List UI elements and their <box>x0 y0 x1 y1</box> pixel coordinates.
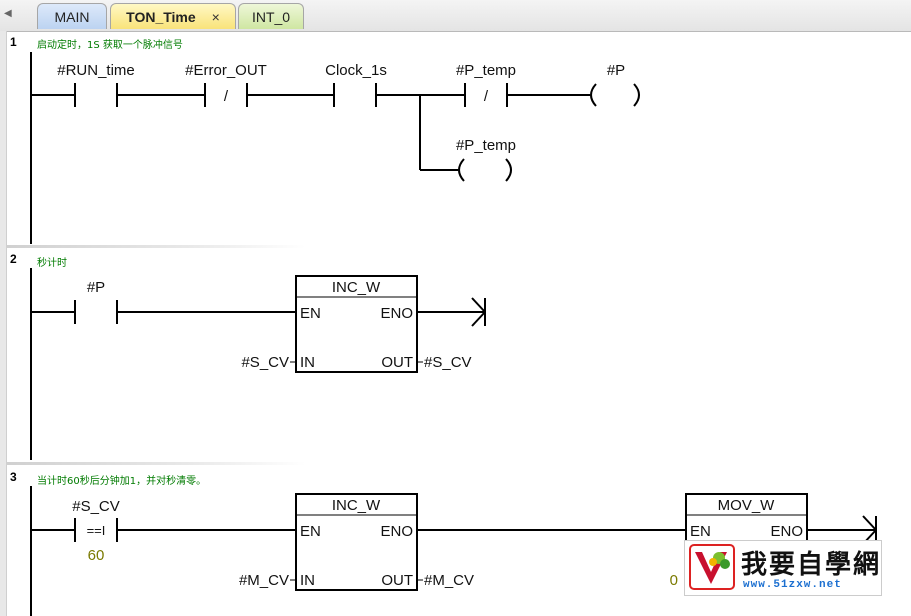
out-operand[interactable]: #S_CV <box>424 354 472 371</box>
compare-operator: ==I <box>87 523 106 538</box>
negation-slash: / <box>484 88 489 105</box>
block-en-pin: EN <box>690 523 711 540</box>
block-title: MOV_W <box>718 497 776 514</box>
network-1-rung <box>31 94 590 171</box>
watermark: 我要自學網 www.51zxw.net <box>684 540 882 596</box>
close-icon[interactable]: × <box>211 8 220 25</box>
coil-p[interactable]: #P <box>590 62 640 107</box>
network-2-number: 2 <box>10 252 17 266</box>
compare-operand-label: #S_CV <box>72 498 120 515</box>
block-en-pin: EN <box>300 305 321 322</box>
tab-scroll-left-icon[interactable]: ◀ <box>4 8 12 19</box>
inc-w-block-minutes[interactable]: INC_W EN ENO IN OUT <box>295 493 418 591</box>
network-3-number: 3 <box>10 470 17 484</box>
network-3-rung <box>31 515 877 545</box>
network-3-comment[interactable]: 当计时60秒后分钟加1，并对秒清零。 <box>37 476 207 487</box>
tab-main-label: MAIN <box>54 8 90 25</box>
tab-ton-time[interactable]: TON_Time × <box>110 3 236 29</box>
network-1-comment[interactable]: 启动定时，1S 获取一个脉冲信号 <box>37 40 183 51</box>
block-en-pin: EN <box>300 523 321 540</box>
coil-p-temp-label: #P_temp <box>456 137 516 154</box>
contact-run-time[interactable]: #RUN_time <box>57 62 135 107</box>
block-title: INC_W <box>332 497 381 514</box>
watermark-logo-icon <box>689 544 735 590</box>
contact-run-time-label: #RUN_time <box>57 62 135 79</box>
contact-clock-1s-label: Clock_1s <box>325 62 387 79</box>
compare-contact[interactable]: #S_CV ==I 60 <box>72 498 120 564</box>
contact-p-label: #P <box>87 279 105 296</box>
network-2-comment[interactable]: 秒计时 <box>37 258 67 269</box>
contact-error-out-label: #Error_OUT <box>185 62 267 79</box>
network-1-number: 1 <box>10 35 17 49</box>
network-separator <box>6 462 306 465</box>
block-in-pin: IN <box>300 354 315 371</box>
inc-w-block-seconds[interactable]: INC_W EN ENO IN OUT <box>295 275 418 373</box>
out-operand[interactable]: #M_CV <box>424 572 474 589</box>
block-eno-pin: ENO <box>380 305 413 322</box>
compare-value: 60 <box>88 547 105 564</box>
tab-int-0-label: INT_0 <box>251 8 291 25</box>
block-eno-pin: ENO <box>380 523 413 540</box>
tab-main[interactable]: MAIN <box>37 3 107 29</box>
tab-ton-time-label: TON_Time <box>126 8 196 25</box>
editor-gutter <box>0 31 7 616</box>
network-2-rung <box>31 297 486 327</box>
coil-p-label: #P <box>607 62 625 79</box>
watermark-title: 我要自學網 <box>741 550 882 580</box>
block-out-pin: OUT <box>381 572 413 589</box>
contact-clock-1s[interactable]: Clock_1s <box>325 62 387 107</box>
contact-p[interactable]: #P <box>74 279 118 324</box>
block-in-pin: IN <box>300 572 315 589</box>
in-operand[interactable]: #S_CV <box>241 354 289 371</box>
coil-p-temp[interactable]: #P_temp <box>456 137 516 182</box>
contact-p-temp-label: #P_temp <box>456 62 516 79</box>
block-title: INC_W <box>332 279 381 296</box>
contact-error-out[interactable]: / #Error_OUT <box>185 62 267 107</box>
in-operand[interactable]: #M_CV <box>239 572 289 589</box>
editor-tab-bar: ◀ MAIN TON_Time × INT_0 <box>0 0 911 32</box>
mov-in-value[interactable]: 0 <box>670 572 678 589</box>
watermark-url: www.51zxw.net <box>743 579 842 591</box>
block-out-pin: OUT <box>381 354 413 371</box>
block-eno-pin: ENO <box>770 523 803 540</box>
tab-int-0[interactable]: INT_0 <box>238 3 304 29</box>
contact-p-temp[interactable]: / #P_temp <box>456 62 516 107</box>
network-separator <box>6 245 306 248</box>
negation-slash: / <box>224 88 229 105</box>
